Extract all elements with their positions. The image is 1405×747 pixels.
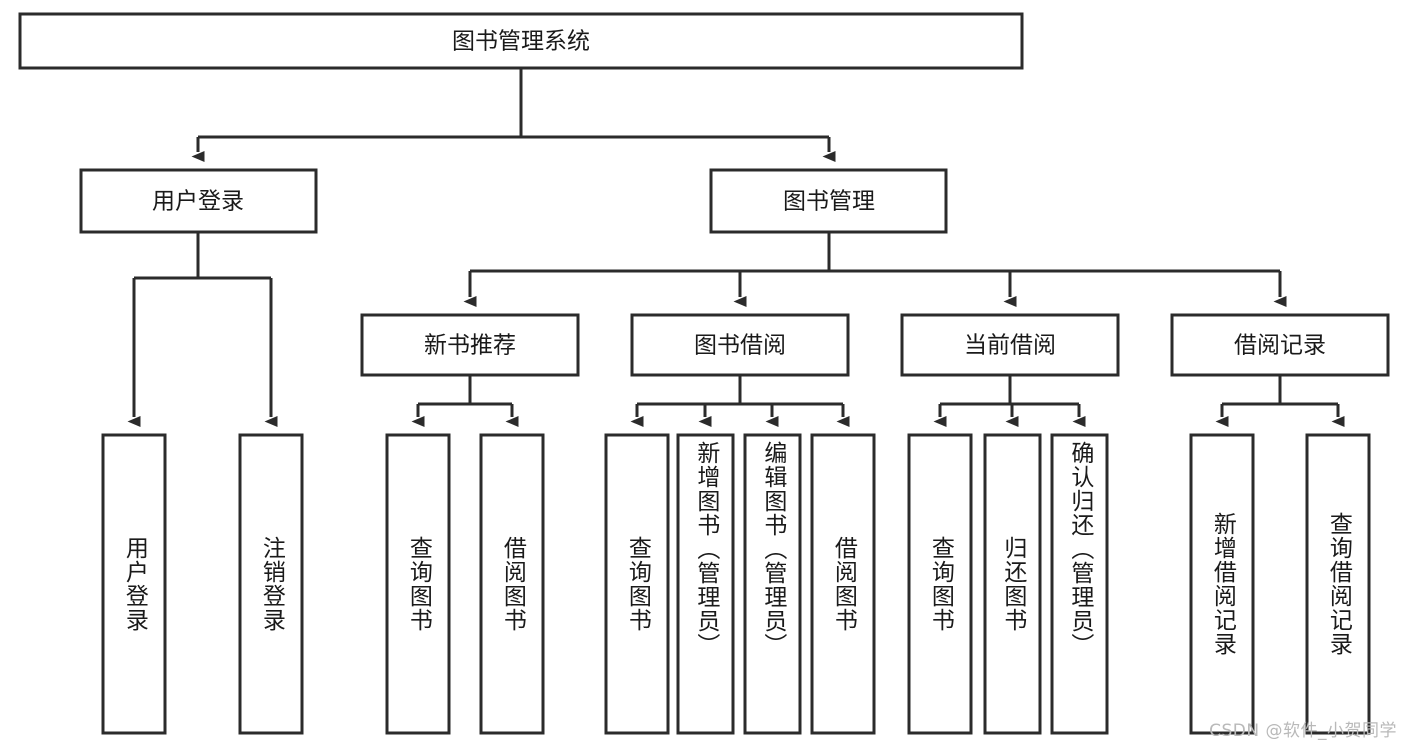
node-label-user-login: 用户登录 [152,189,244,215]
node-box-leaf-return-book[interactable] [983,433,1042,735]
node-box-leaf-user-login[interactable] [101,433,167,735]
node-box-leaf-borrow-book-rec[interactable] [479,433,545,735]
node-box-new-book-rec[interactable] [360,313,580,377]
node-label-new-book-rec: 新书推荐 [424,333,516,359]
node-box-leaf-edit-book-admin[interactable] [743,433,802,735]
node-box-leaf-query-book-rec[interactable] [385,433,451,735]
node-label-borrow-record: 借阅记录 [1234,333,1326,359]
node-box-current-borrow[interactable] [900,313,1120,377]
node-box-leaf-query-book-current[interactable] [907,433,973,735]
node-box-leaf-add-book-admin[interactable] [676,433,735,735]
edge-group [127,68,1345,427]
watermark-text: CSDN @软件_小贺同学 [1209,721,1397,741]
node-box-borrow-record[interactable] [1170,313,1390,377]
node-box-book-borrow[interactable] [630,313,850,377]
node-box-leaf-borrow-book-borrow[interactable] [810,433,876,735]
node-box-leaf-add-borrow-record[interactable] [1189,433,1255,735]
node-label-book-borrow: 图书借阅 [694,333,786,359]
node-box-book-manage[interactable] [709,168,948,234]
node-label-book-manage: 图书管理 [783,189,875,215]
node-box-leaf-query-borrow-record[interactable] [1305,433,1371,735]
node-box-leaf-user-logout[interactable] [238,433,304,735]
node-box-group: 图书管理系统 用户登录 图书管理 新书推荐 图书借阅 当前借阅 借阅记录 [18,12,1390,735]
node-label-current-borrow: 当前借阅 [964,333,1056,359]
node-box-leaf-query-book-borrow[interactable] [604,433,670,735]
node-label-root: 图书管理系统 [452,29,590,55]
node-box-root[interactable] [18,12,1024,70]
node-box-leaf-confirm-return-admin[interactable] [1050,433,1109,735]
node-box-user-login[interactable] [79,168,318,234]
